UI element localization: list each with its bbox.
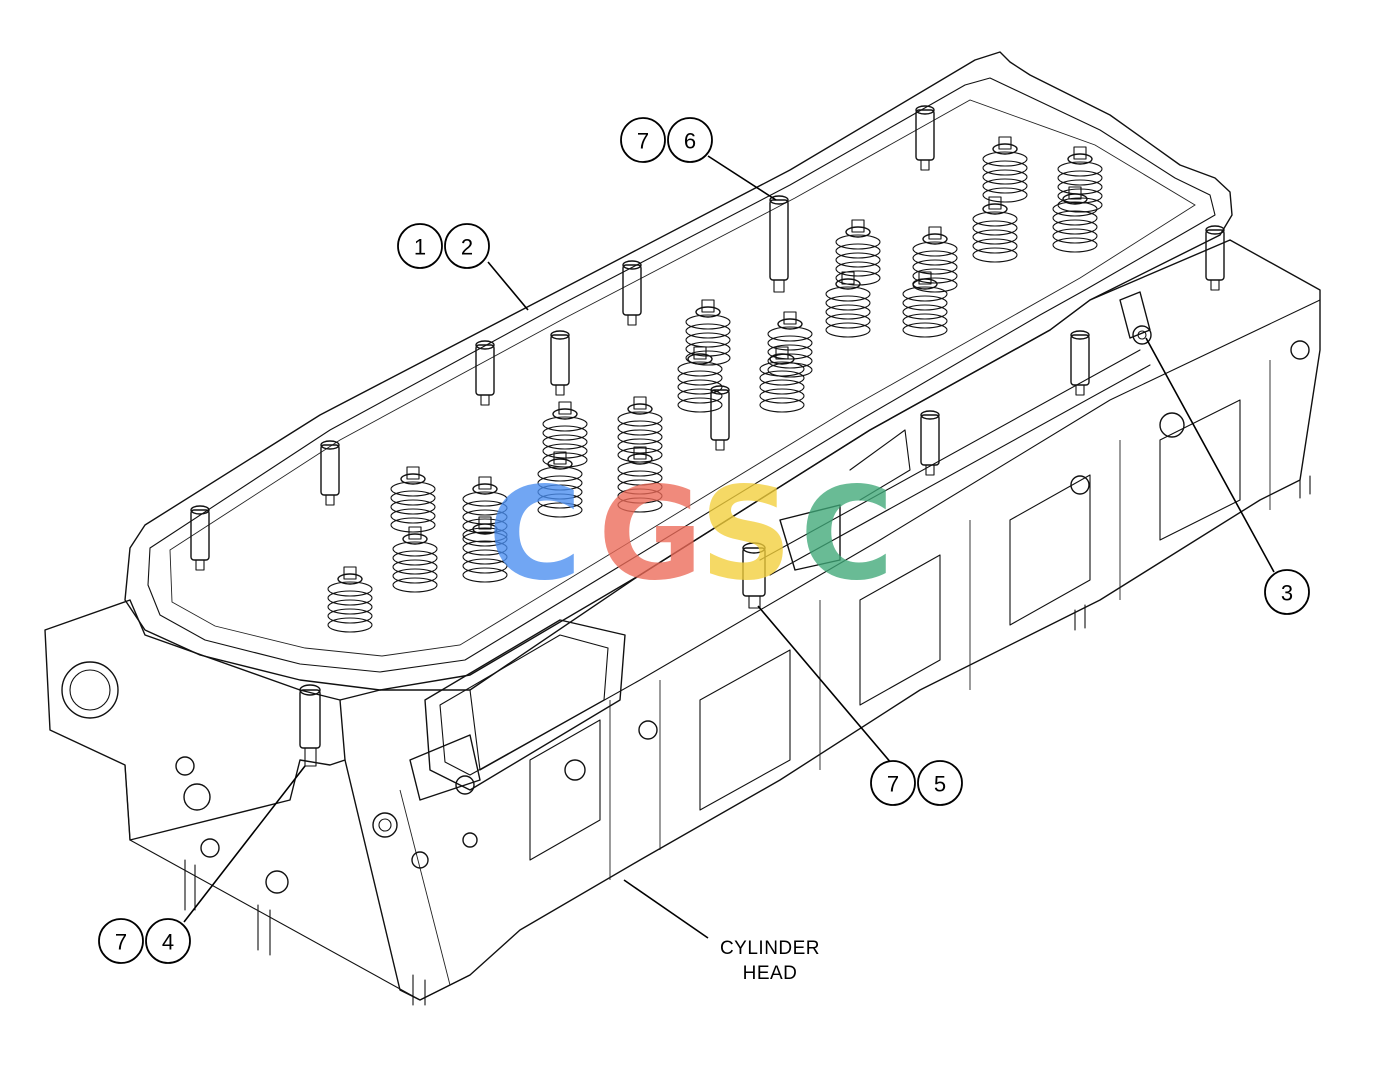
- head-bolt-boss: [622, 260, 642, 326]
- callout-7-6: 7 6: [620, 117, 713, 163]
- watermark-letter-2: G: [598, 460, 703, 609]
- cylinder-head-drawing: [44, 51, 1321, 1006]
- cylinder-head-label: CYLINDER HEAD: [720, 938, 820, 984]
- valve-spring: [327, 566, 373, 633]
- head-bolt-boss: [1205, 225, 1225, 291]
- valve-spring: [1057, 146, 1103, 213]
- head-bolt-boss: [1070, 330, 1090, 396]
- callout-7-5-label-a: 7: [887, 772, 899, 797]
- callout-7-4-label-a: 7: [115, 930, 127, 955]
- head-bolt-boss: [475, 340, 495, 406]
- valve-spring: [972, 196, 1018, 263]
- cylinder-head-label-line2: HEAD: [743, 963, 798, 984]
- valve-spring: [462, 476, 508, 543]
- head-bolt-boss: [920, 410, 940, 476]
- callout-1-2-label-b: 2: [461, 235, 473, 260]
- stud-part-5: [742, 542, 766, 609]
- callout-3-label: 3: [1281, 581, 1293, 606]
- valve-springs: [327, 136, 1103, 633]
- head-bolt-boss: [710, 385, 730, 451]
- valve-spring: [537, 451, 583, 518]
- valve-spring: [825, 271, 871, 338]
- callout-3: 3: [1264, 569, 1310, 615]
- stud-part-4: [299, 684, 321, 767]
- valve-spring: [390, 466, 436, 533]
- head-bolt-boss: [320, 440, 340, 506]
- cylinder-head-label-line1: CYLINDER: [720, 938, 820, 959]
- callout-7-4-label-b: 4: [162, 930, 174, 955]
- callout-1-2-label-a: 1: [414, 235, 426, 260]
- callout-7-4: 7 4: [98, 918, 191, 964]
- callout-7-6-label-b: 6: [684, 129, 696, 154]
- plug-part-3: [1119, 291, 1152, 345]
- watermark: C G S C: [488, 460, 894, 609]
- leader-lines: [183, 155, 1275, 939]
- callout-7-5: 7 5: [870, 760, 963, 806]
- valve-spring: [912, 226, 958, 293]
- head-bolt-boss: [550, 330, 570, 396]
- valve-spring: [767, 311, 813, 378]
- head-bolt-boss: [915, 105, 935, 171]
- valve-spring: [1052, 186, 1098, 253]
- callout-7-6-label-a: 7: [637, 129, 649, 154]
- valve-spring: [835, 219, 881, 286]
- valve-spring: [542, 401, 588, 468]
- callout-1-2: 1 2: [397, 223, 490, 269]
- valve-spring: [685, 299, 731, 366]
- watermark-letter-1: C: [488, 460, 582, 609]
- callout-7-5-label-b: 5: [934, 772, 946, 797]
- watermark-letter-3: S: [700, 460, 792, 609]
- valve-spring: [677, 346, 723, 413]
- valve-spring: [392, 526, 438, 593]
- valve-spring: [759, 346, 805, 413]
- head-bolt-bosses: [190, 105, 1225, 571]
- valve-spring: [902, 271, 948, 338]
- valve-spring: [982, 136, 1028, 203]
- stud-part-6: [769, 195, 789, 293]
- valve-spring: [617, 446, 663, 513]
- valve-spring: [617, 396, 663, 463]
- watermark-letter-4: C: [800, 460, 894, 609]
- head-bolt-boss: [190, 505, 210, 571]
